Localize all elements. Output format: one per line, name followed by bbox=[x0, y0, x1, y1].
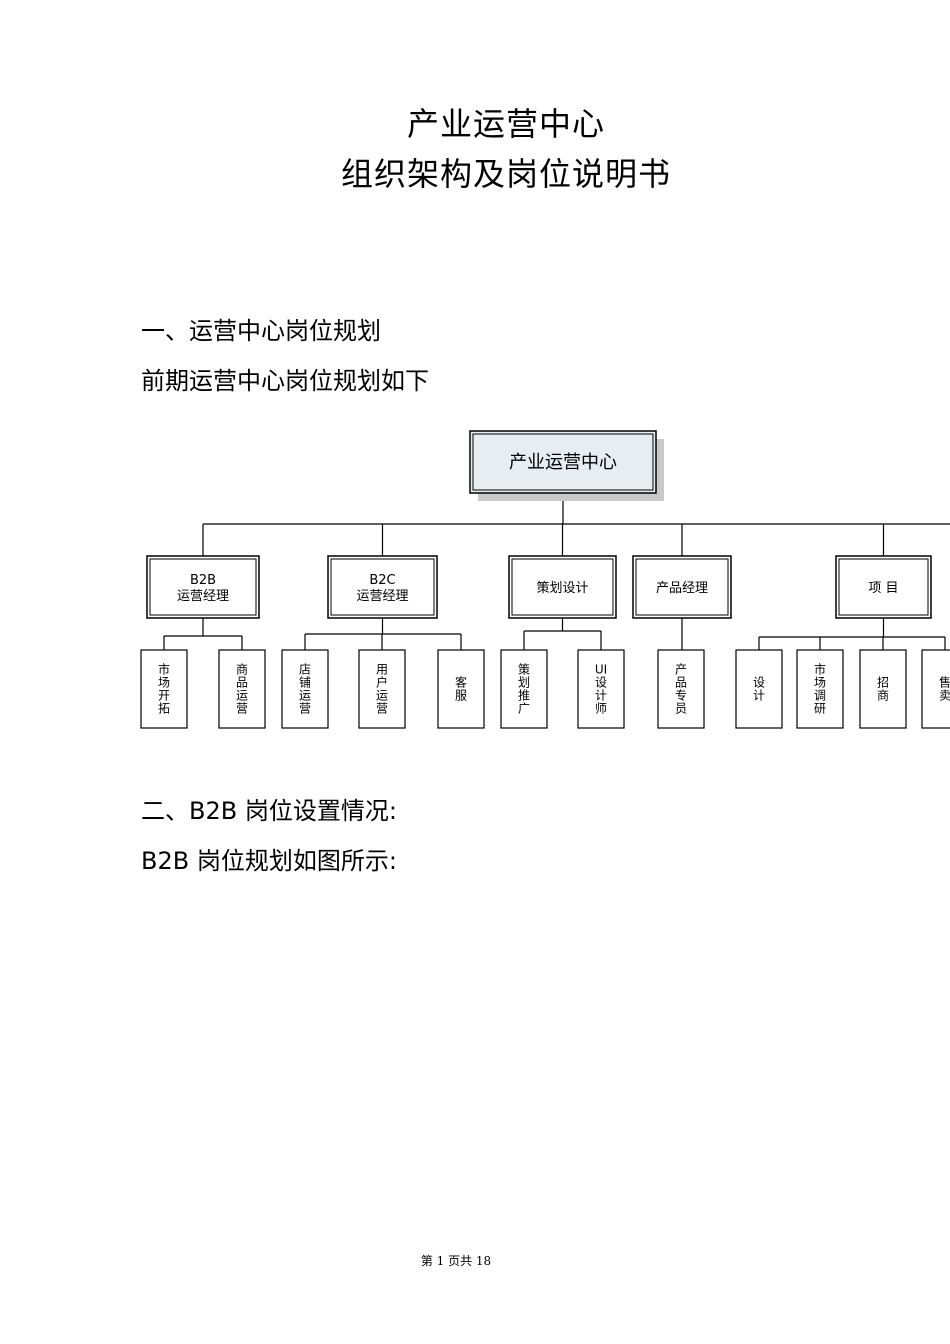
org-leaf-label-char: 研 bbox=[814, 702, 826, 716]
org-root-inner-border bbox=[472, 433, 654, 491]
org-leaf-label-char: 营 bbox=[376, 702, 388, 716]
org-leaf-label-char: 铺 bbox=[299, 676, 311, 690]
org-dept-inner-border bbox=[635, 558, 729, 616]
org-leaf-border bbox=[577, 649, 625, 729]
org-leaf-label-char: 售 bbox=[939, 675, 950, 690]
org-leaf-border bbox=[859, 649, 907, 729]
section-2-text: B2B 岗位规划如图所示: bbox=[141, 847, 397, 875]
org-leaf-border bbox=[281, 649, 329, 729]
org-leaf-border bbox=[735, 649, 783, 729]
org-leaf-border bbox=[921, 649, 950, 729]
org-dept-inner-border bbox=[149, 558, 257, 616]
org-leaf-label-char: 客 bbox=[455, 675, 467, 690]
org-dept-outer-border bbox=[632, 555, 732, 619]
org-leaf-label-char: 产 bbox=[675, 663, 687, 677]
document-title-line-2: 组织架构及岗位说明书 bbox=[340, 155, 671, 193]
org-leaf-label-char: 户 bbox=[376, 675, 388, 690]
org-dept-label: 项 目 bbox=[868, 581, 898, 596]
org-leaf-label-char: 营 bbox=[236, 702, 248, 716]
org-leaf-label-char: 商 bbox=[236, 662, 248, 677]
org-leaf-border bbox=[358, 649, 406, 729]
org-leaf-label-char: 策 bbox=[518, 663, 530, 677]
org-dept-outer-border bbox=[508, 555, 617, 619]
org-leaf-label-char: 推 bbox=[518, 689, 530, 703]
org-leaf-label-char: 商 bbox=[877, 688, 889, 703]
org-leaf-label-char: 专 bbox=[675, 688, 687, 703]
document-title-line-1: 产业运营中心 bbox=[406, 105, 605, 143]
org-dept-label: B2B bbox=[190, 573, 216, 588]
org-leaf-label-char: 场 bbox=[158, 676, 170, 690]
org-leaf-border bbox=[796, 649, 844, 729]
org-dept-outer-border bbox=[146, 555, 260, 619]
org-leaf-label-char: 场 bbox=[814, 676, 826, 690]
org-leaf-label-char: 师 bbox=[595, 702, 607, 716]
org-dept-box: 项 目 bbox=[835, 555, 932, 619]
org-leaf-label-char: 设 bbox=[753, 676, 765, 690]
org-leaf-label-char: 营 bbox=[299, 702, 311, 716]
org-leaf-label-char: UI bbox=[595, 663, 607, 677]
org-leaf-label-char: 广 bbox=[518, 702, 530, 716]
org-leaf-box: 客服 bbox=[437, 649, 485, 729]
org-dept-inner-border bbox=[330, 558, 435, 616]
org-leaf-label-char: 市 bbox=[158, 662, 170, 677]
org-leaf-label-char: 计 bbox=[595, 689, 607, 703]
org-leaf-label-char: 拓 bbox=[158, 702, 170, 716]
org-leaf-label-char: 运 bbox=[376, 689, 388, 703]
section-1-text: 前期运营中心岗位规划如下 bbox=[141, 367, 429, 395]
org-dept-box: 策划设计 bbox=[508, 555, 617, 619]
org-root-label: 产业运营中心 bbox=[509, 452, 617, 473]
page-footer: 第 1 页共 18 bbox=[420, 1254, 492, 1268]
org-dept-inner-border bbox=[511, 558, 614, 616]
org-dept-label: B2C bbox=[369, 573, 395, 588]
org-leaf-label-char: 招 bbox=[877, 676, 889, 690]
section-1-heading: 一、运营中心岗位规划 bbox=[141, 317, 381, 345]
org-leaf-border bbox=[500, 649, 548, 729]
org-root-outer-border bbox=[469, 430, 657, 494]
org-dept-outer-border bbox=[835, 555, 932, 619]
org-leaf-box: 招商 bbox=[859, 649, 907, 729]
org-leaf-label-char: 运 bbox=[299, 689, 311, 703]
org-leaf-border bbox=[140, 649, 188, 729]
org-leaf-label-char: 划 bbox=[518, 676, 530, 690]
org-dept-label: 产品经理 bbox=[656, 581, 708, 596]
org-dept-label: 运营经理 bbox=[356, 589, 408, 604]
org-leaf-label-char: 店 bbox=[299, 663, 311, 677]
org-leaf-label-char: 设 bbox=[595, 676, 607, 690]
org-leaf-label-char: 开 bbox=[158, 689, 170, 703]
org-dept-box: 产品经理 bbox=[632, 555, 732, 619]
org-dept-label: 运营经理 bbox=[177, 589, 229, 604]
org-leaf-border bbox=[657, 649, 705, 729]
org-leaf-label-char: 计 bbox=[753, 689, 765, 703]
org-leaf-label-char: 调 bbox=[814, 689, 826, 703]
org-leaf-label-char: 卖 bbox=[939, 689, 950, 703]
org-leaf-label-char: 运 bbox=[236, 689, 248, 703]
org-root-box: 产业运营中心 bbox=[469, 430, 664, 501]
org-dept-label: 策划设计 bbox=[536, 580, 588, 596]
org-chart: 产业运营中心B2B运营经理市场开拓商品运营B2C运营经理店铺运营用户运营客服策划… bbox=[140, 430, 950, 729]
org-leaf-label-char: 服 bbox=[455, 689, 467, 703]
org-leaf-box: 售卖 bbox=[921, 649, 950, 729]
org-leaf-box: 设计 bbox=[735, 649, 783, 729]
org-dept-inner-border bbox=[838, 558, 929, 616]
section-2-heading: 二、B2B 岗位设置情况: bbox=[141, 797, 397, 825]
org-leaf-border bbox=[218, 649, 266, 729]
org-leaf-label-char: 用 bbox=[376, 663, 388, 677]
org-leaf-label-char: 市 bbox=[814, 662, 826, 677]
org-dept-outer-border bbox=[327, 555, 438, 619]
org-leaf-label-char: 员 bbox=[675, 702, 687, 716]
org-leaf-border bbox=[437, 649, 485, 729]
org-leaf-label-char: 品 bbox=[675, 676, 687, 690]
org-leaf-label-char: 品 bbox=[236, 676, 248, 690]
